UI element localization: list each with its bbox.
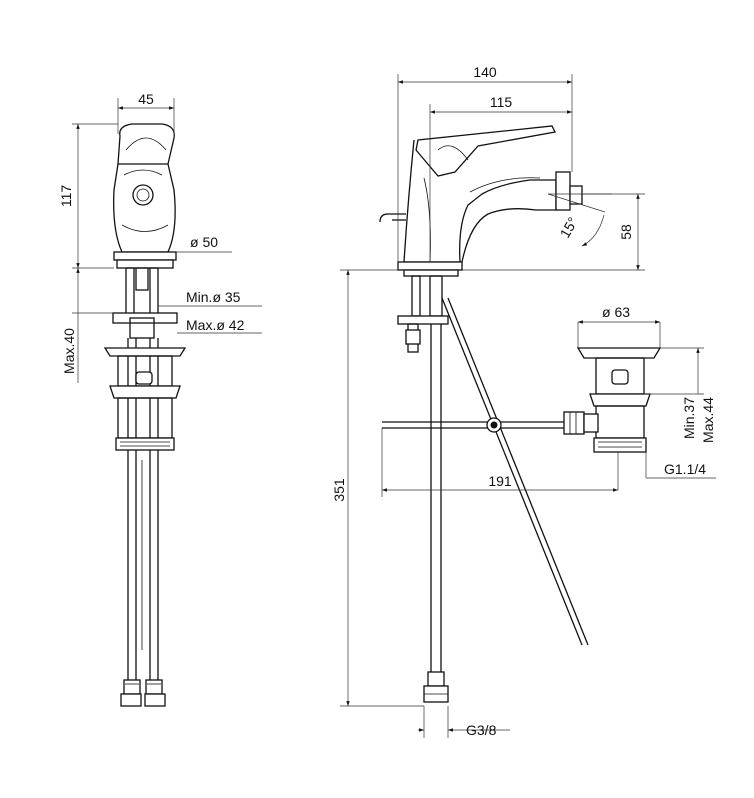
dim-waste-thread: G1.1/4	[664, 461, 706, 477]
dim-front-width: 45	[138, 91, 154, 107]
dim-body-diameter: ø 50	[190, 234, 218, 250]
dim-rod-length: 191	[488, 473, 512, 489]
side-dimensions	[340, 74, 716, 738]
dim-hole-max: Max.ø 42	[186, 317, 245, 333]
front-dimensions	[72, 98, 262, 383]
dim-waste-diameter: ø 63	[602, 304, 630, 320]
dim-hole-min: Min.ø 35	[186, 289, 241, 305]
dim-front-height: 117	[58, 185, 74, 208]
dimension-labels: 45 117 ø 50 Min.ø 35 Max.ø 42 Max.40 140…	[58, 64, 716, 738]
dim-total-depth: 140	[473, 64, 497, 80]
dim-spout-reach: 115	[490, 94, 513, 110]
dim-waste-min: Min.37	[681, 397, 697, 439]
front-view	[103, 123, 187, 707]
dim-deck-max: Max.40	[61, 328, 77, 374]
dim-waste-max: Max.44	[700, 397, 716, 443]
dim-total-height: 351	[331, 478, 347, 502]
dim-spout-height: 58	[618, 224, 634, 240]
dim-inlet-thread: G3/8	[466, 722, 497, 738]
side-view	[379, 125, 662, 703]
dim-swivel-angle: 15°	[556, 214, 580, 240]
